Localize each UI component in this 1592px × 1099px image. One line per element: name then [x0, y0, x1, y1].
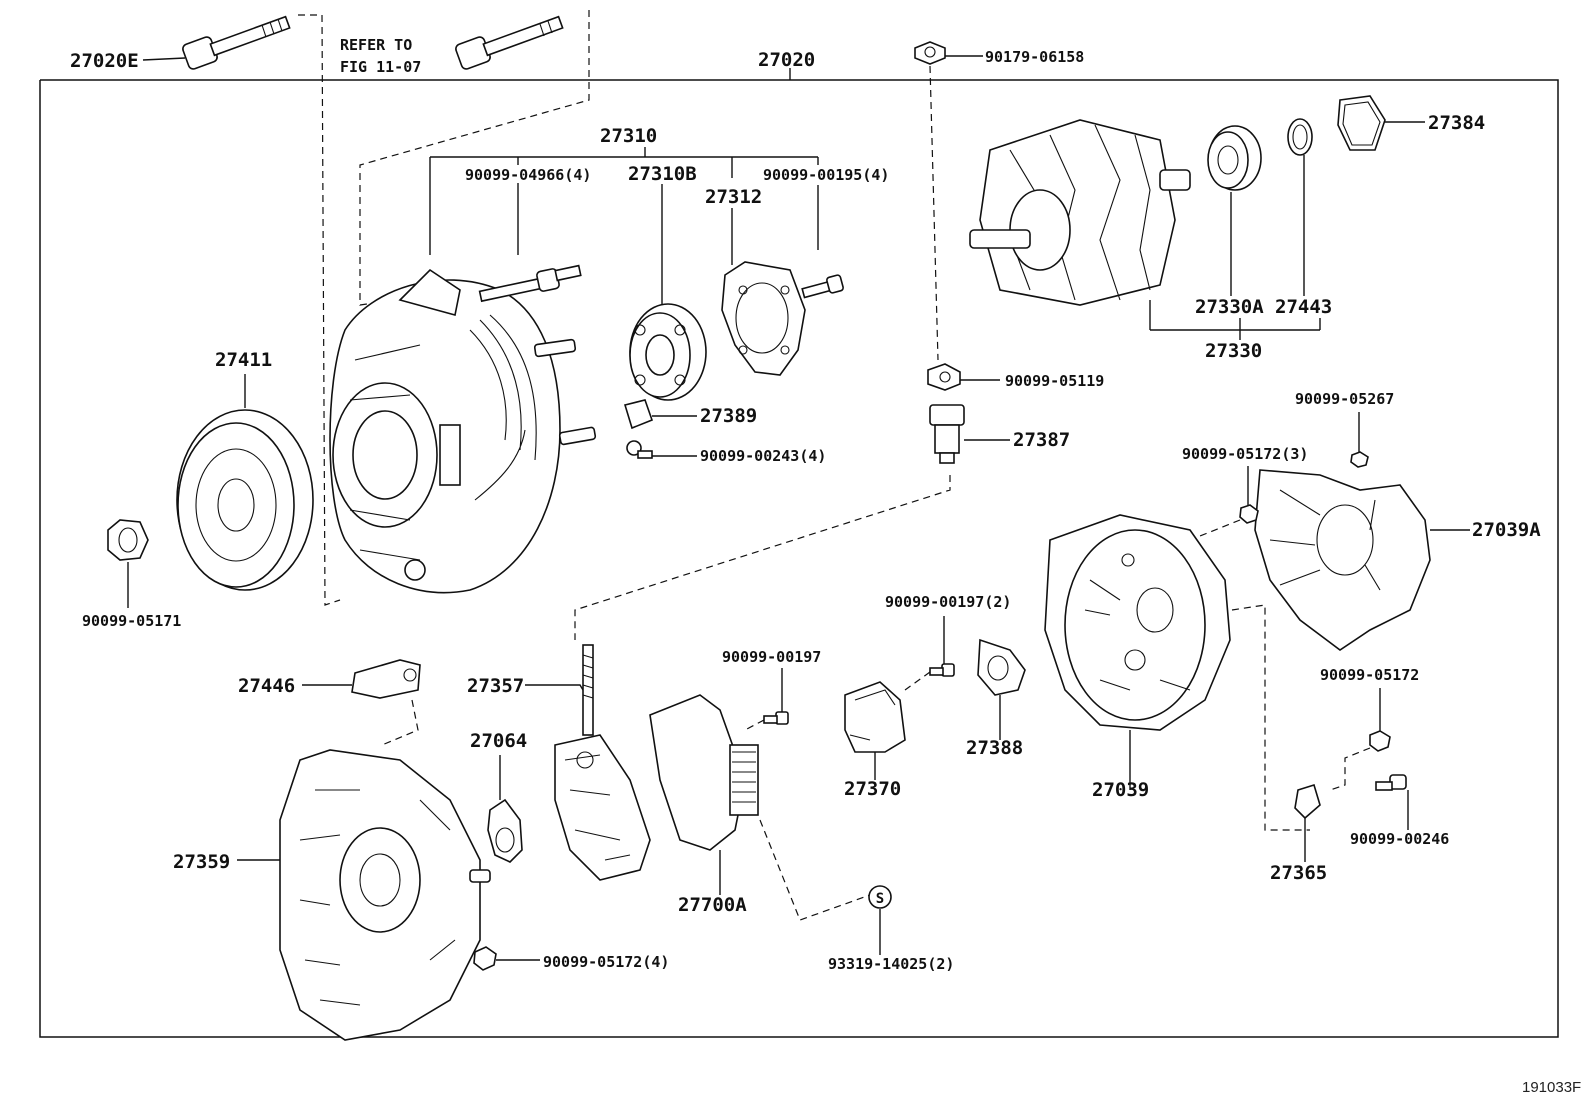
- nut-90179-06158: [914, 41, 946, 65]
- label-27020: 27020: [758, 49, 815, 71]
- pulley-27411: [176, 409, 314, 591]
- label-27312: 27312: [705, 186, 762, 208]
- bearing-27330A: [1207, 125, 1262, 191]
- label-27310B: 27310B: [628, 163, 697, 185]
- retainer-plate-27312: [721, 261, 806, 376]
- cover-27388: [977, 638, 1026, 696]
- label-90099-04966: 90099-04966(4): [465, 166, 591, 184]
- illustration-code: 191033F: [1522, 1079, 1581, 1096]
- label-90099-05171: 90099-05171: [82, 612, 181, 630]
- label-27388: 27388: [966, 737, 1023, 759]
- label-fig-11-07: FIG 11-07: [340, 58, 421, 76]
- s-symbol-icon: S: [876, 891, 884, 907]
- cover-27384: [1337, 95, 1386, 151]
- screw-90099-00243: [626, 440, 653, 459]
- cover-27389: [623, 399, 654, 430]
- label-93319-14025: 93319-14025(2): [828, 955, 954, 973]
- label-27039: 27039: [1092, 779, 1149, 801]
- label-27387: 27387: [1013, 429, 1070, 451]
- bolt-refer-fig: [455, 15, 564, 70]
- label-27443: 27443: [1275, 296, 1332, 318]
- screw-90099-00195: [801, 274, 844, 299]
- label-27310: 27310: [600, 125, 657, 147]
- nut-90099-05171: [107, 519, 149, 561]
- label-90099-00243: 90099-00243(4): [700, 447, 826, 465]
- regulator-27700A: [649, 694, 759, 851]
- label-27357: 27357: [467, 675, 524, 697]
- drive-end-frame-27310: [329, 268, 561, 594]
- label-90179-06158: 90179-06158: [985, 48, 1084, 66]
- assembly-frame: [39, 79, 1559, 1038]
- nut-90099-05267: [1350, 451, 1369, 468]
- screw-90099-00246: [1375, 774, 1407, 791]
- label-90099-05119: 90099-05119: [1005, 372, 1104, 390]
- screw-90099-00197-2: [929, 663, 955, 677]
- nut-90099-05172-3: [1239, 504, 1259, 524]
- label-27020E: 27020E: [70, 50, 139, 72]
- label-90099-00197-2: 90099-00197(2): [885, 593, 1011, 611]
- label-90099-05172-4: 90099-05172(4): [543, 953, 669, 971]
- label-90099-05172: 90099-05172: [1320, 666, 1419, 684]
- label-90099-05267: 90099-05267: [1295, 390, 1394, 408]
- label-27330: 27330: [1205, 340, 1262, 362]
- insulator-27387: [929, 404, 965, 464]
- rectifier-27357: [554, 644, 651, 881]
- label-27039A: 27039A: [1472, 519, 1541, 541]
- bolt-90099-04966: [478, 264, 582, 303]
- label-90099-00197: 90099-00197: [722, 648, 821, 666]
- label-27370: 27370: [844, 778, 901, 800]
- label-27389: 27389: [700, 405, 757, 427]
- label-27700A: 27700A: [678, 894, 747, 916]
- nut-90099-05172: [1369, 730, 1391, 752]
- label-90099-05172-3: 90099-05172(3): [1182, 445, 1308, 463]
- label-27446: 27446: [238, 675, 295, 697]
- label-27330A: 27330A: [1195, 296, 1264, 318]
- nut-90099-05119: [927, 363, 961, 391]
- rotor-27330: [969, 119, 1191, 306]
- nut-90099-05172-4: [473, 946, 497, 971]
- label-90099-00246: 90099-00246: [1350, 830, 1449, 848]
- rear-cover-27039A: [1254, 469, 1431, 651]
- screw-93319-14025: S: [868, 885, 892, 909]
- gasket-27064: [487, 798, 523, 863]
- washer-27443: [1287, 118, 1313, 156]
- rear-housing-27359: [279, 749, 491, 1041]
- label-refer-to: REFER TO: [340, 36, 412, 54]
- bearing-27310B: [629, 303, 707, 401]
- cover-27446: [351, 659, 421, 699]
- label-90099-00195: 90099-00195(4): [763, 166, 889, 184]
- terminal-studs: [533, 338, 597, 446]
- label-27411: 27411: [215, 349, 272, 371]
- insulator-27365: [1294, 783, 1321, 820]
- screw-90099-00197: [763, 711, 789, 725]
- label-27365: 27365: [1270, 862, 1327, 884]
- label-27064: 27064: [470, 730, 527, 752]
- label-27384: 27384: [1428, 112, 1485, 134]
- label-27359: 27359: [173, 851, 230, 873]
- rectifier-end-frame-27039: [1044, 514, 1231, 731]
- bolt-27020E: [182, 15, 291, 70]
- brush-holder-27370: [844, 681, 906, 753]
